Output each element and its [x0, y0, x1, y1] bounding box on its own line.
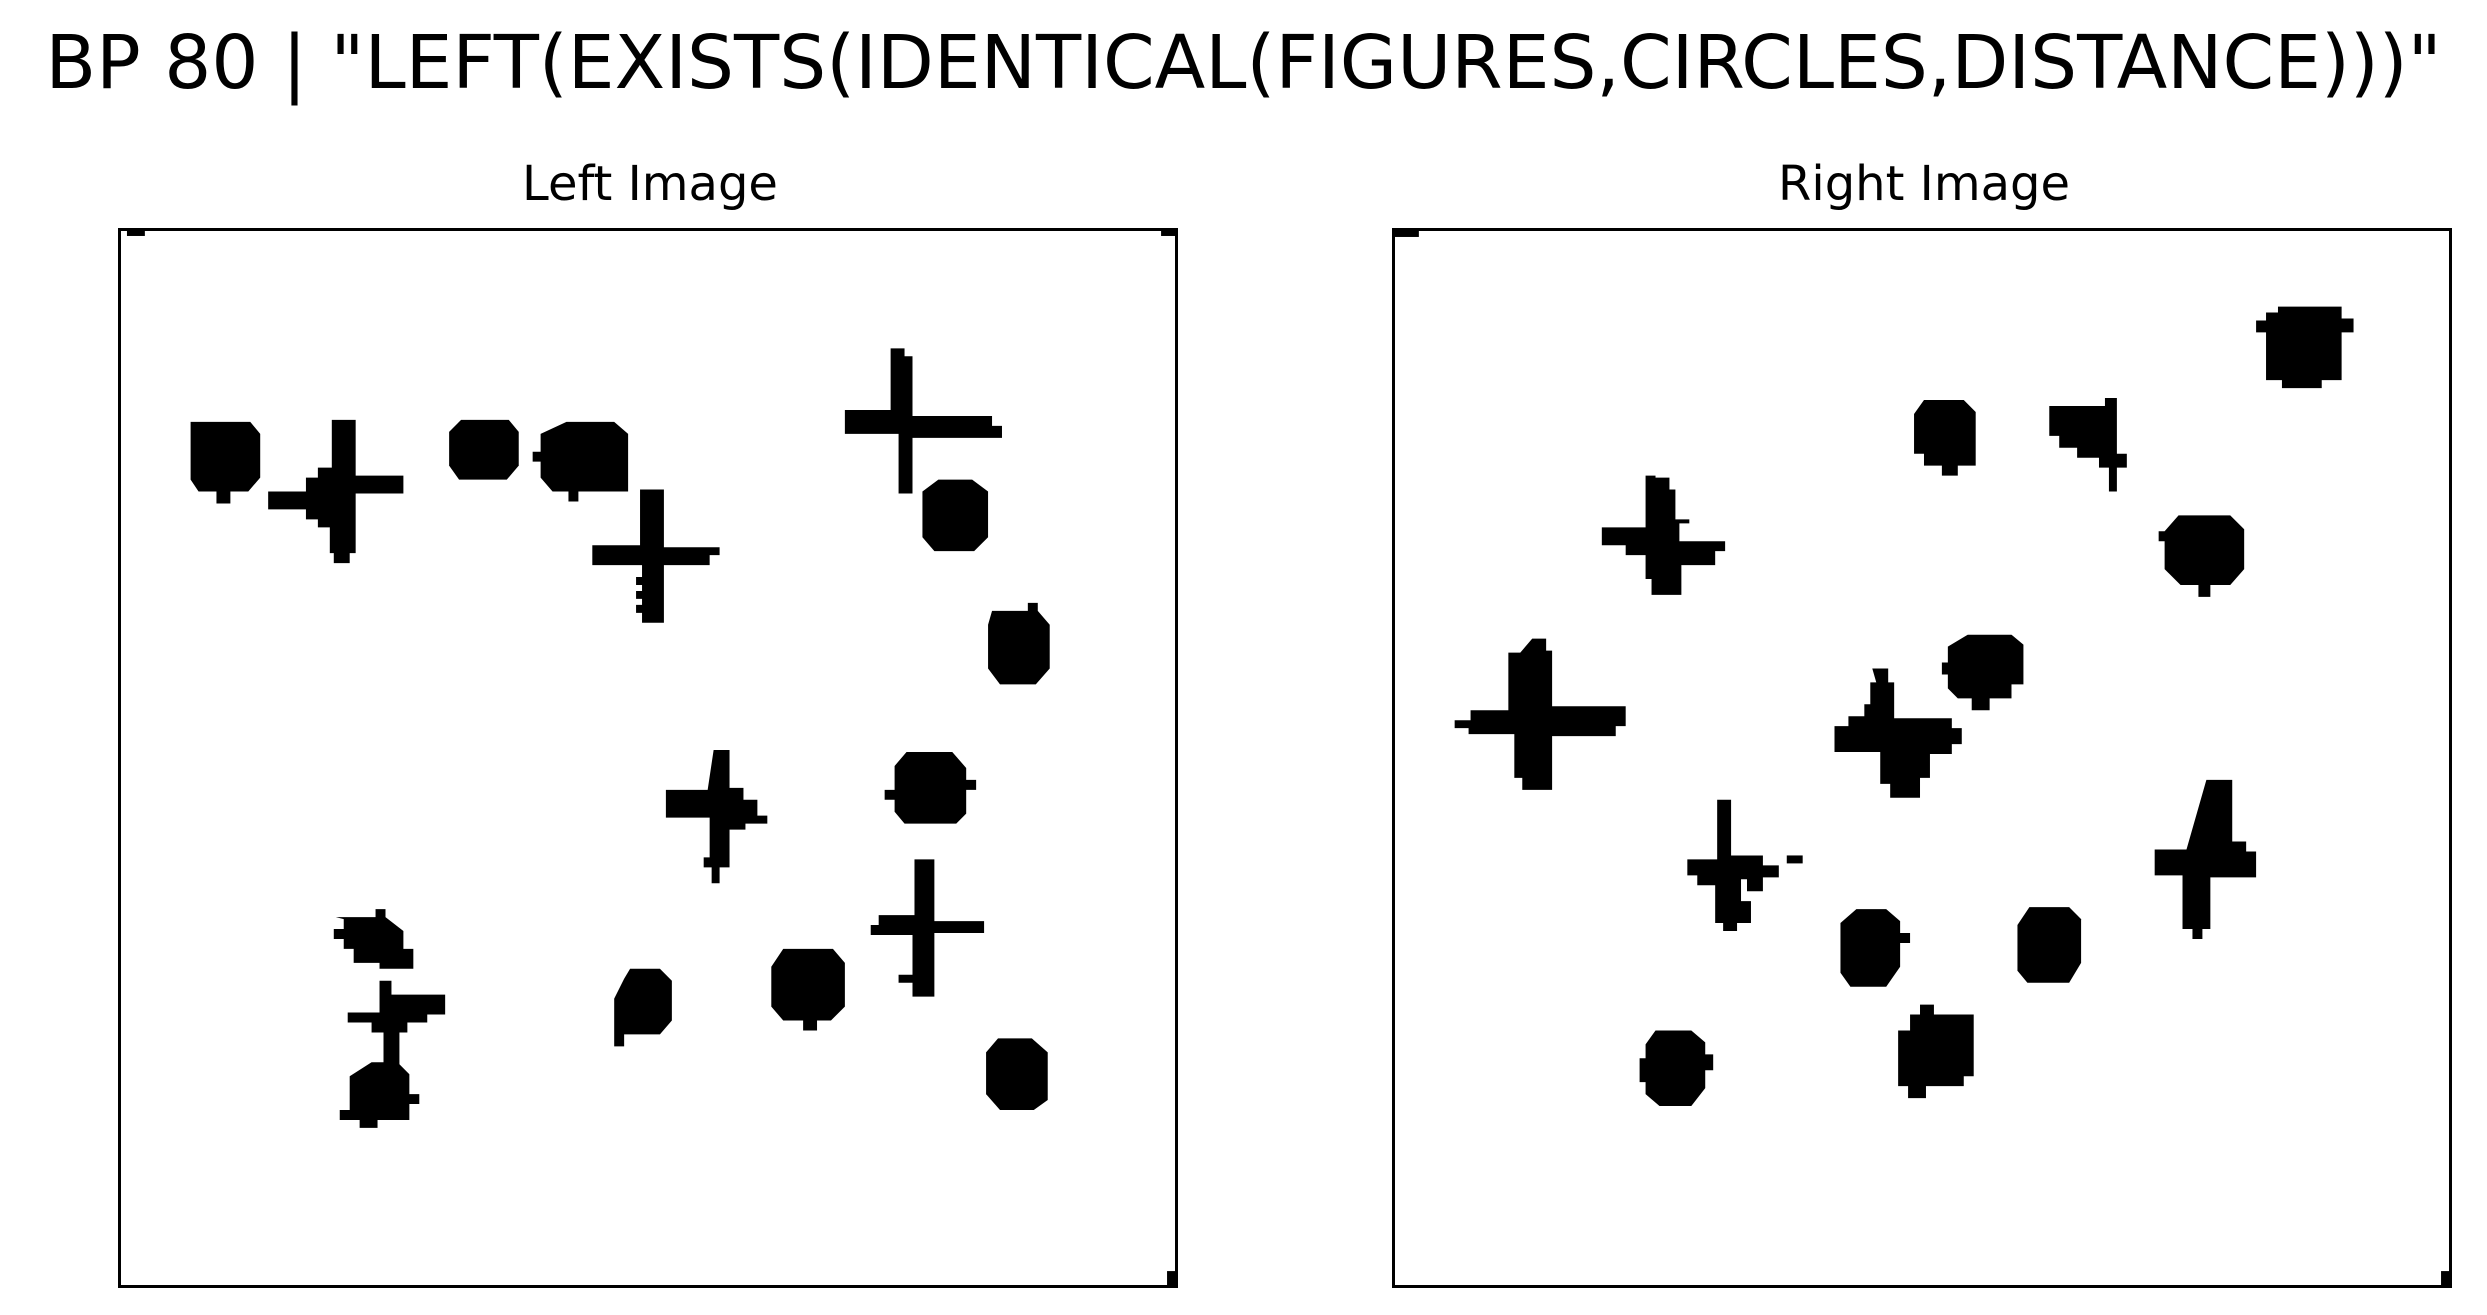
cross-figure [268, 419, 404, 564]
cross-figure [844, 348, 1002, 494]
blob-circle [2256, 306, 2354, 389]
blob-circle [988, 602, 1050, 685]
corner-speck [1161, 231, 1175, 236]
cross-figure [347, 980, 446, 1075]
cross-figure [1601, 475, 1726, 595]
blob-circle [2158, 515, 2245, 597]
blob-circle [1914, 400, 1976, 476]
left-image-panel [118, 228, 1178, 1288]
figure-title: BP 80 | "LEFT(EXISTS(IDENTICAL(FIGURES,C… [45, 20, 2442, 106]
blob-circle [1898, 1004, 1974, 1099]
corner-speck [1395, 231, 1419, 237]
cross-figure [1687, 799, 1779, 932]
blob-circle [2049, 398, 2127, 492]
right-image-canvas [1395, 231, 2449, 1285]
blob-circle [1840, 909, 1911, 987]
blob-circle [333, 909, 414, 969]
cross-figure [1834, 668, 1962, 798]
right-image-panel [1392, 228, 2452, 1288]
right-image-title: Right Image [1778, 156, 2070, 212]
blob-circle [922, 479, 989, 552]
blob-circle [339, 1062, 420, 1128]
corner-speck [126, 231, 145, 236]
blob-circle [986, 1038, 1048, 1110]
blob-circle [532, 421, 629, 502]
corner-speck [1167, 1271, 1175, 1285]
blob-circle [2017, 907, 2082, 983]
blob-circle [1639, 1030, 1714, 1107]
blob-circle [190, 421, 261, 504]
cross-figure [1454, 638, 1626, 790]
cross-figure [665, 750, 768, 884]
blob-circle [884, 752, 977, 824]
left-image-canvas [126, 231, 1175, 1285]
left-image-title: Left Image [522, 156, 778, 212]
blob-circle [1941, 634, 2024, 711]
blob-circle [449, 419, 519, 480]
blob-circle [614, 968, 672, 1047]
cross-figure [870, 859, 985, 997]
blob-circle [771, 948, 845, 1031]
cross-figure [592, 489, 720, 623]
cross-speck [1786, 855, 1803, 864]
corner-speck [2441, 1271, 2449, 1285]
cross-figure [2154, 779, 2257, 939]
